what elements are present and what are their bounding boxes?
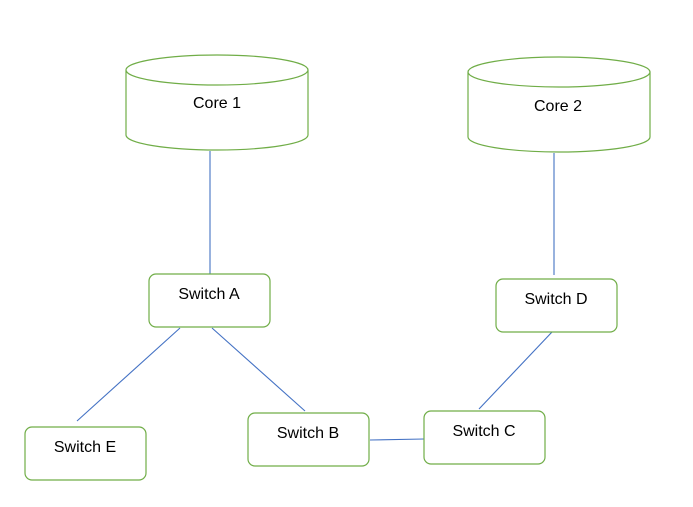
edge-switchA-switchB [211, 327, 306, 412]
core-1-body [125, 70, 309, 151]
edge-switchB-switchC [369, 438, 425, 441]
core-2-cylinder: Core 2 [467, 56, 651, 153]
switch-a-label: Switch A [178, 286, 240, 303]
switch-c-label: Switch C [452, 423, 515, 440]
core-2-top [467, 56, 651, 88]
switch-a-node: Switch A [148, 273, 271, 328]
switch-b-node: Switch B [247, 412, 370, 467]
switch-e-node: Switch E [24, 426, 147, 481]
edge-switchD-switchC [478, 331, 553, 410]
switch-d-label: Switch D [524, 291, 587, 308]
edge-switchA-switchE [76, 327, 181, 422]
core-2-body [467, 72, 651, 153]
switch-c-node: Switch C [423, 410, 546, 465]
core-1-cylinder: Core 1 [125, 54, 309, 151]
switch-b-box [247, 412, 370, 467]
switch-d-box [495, 278, 618, 333]
edges [76, 151, 555, 441]
switch-c-box [423, 410, 546, 465]
core-2-label: Core 2 [534, 98, 582, 115]
switch-e-label: Switch E [54, 439, 116, 456]
switch-d-node: Switch D [495, 278, 618, 333]
switch-e-box [24, 426, 147, 481]
switch-a-box [148, 273, 271, 328]
core-1-top [125, 54, 309, 86]
core-1-label: Core 1 [193, 95, 241, 112]
switch-b-label: Switch B [277, 425, 339, 442]
